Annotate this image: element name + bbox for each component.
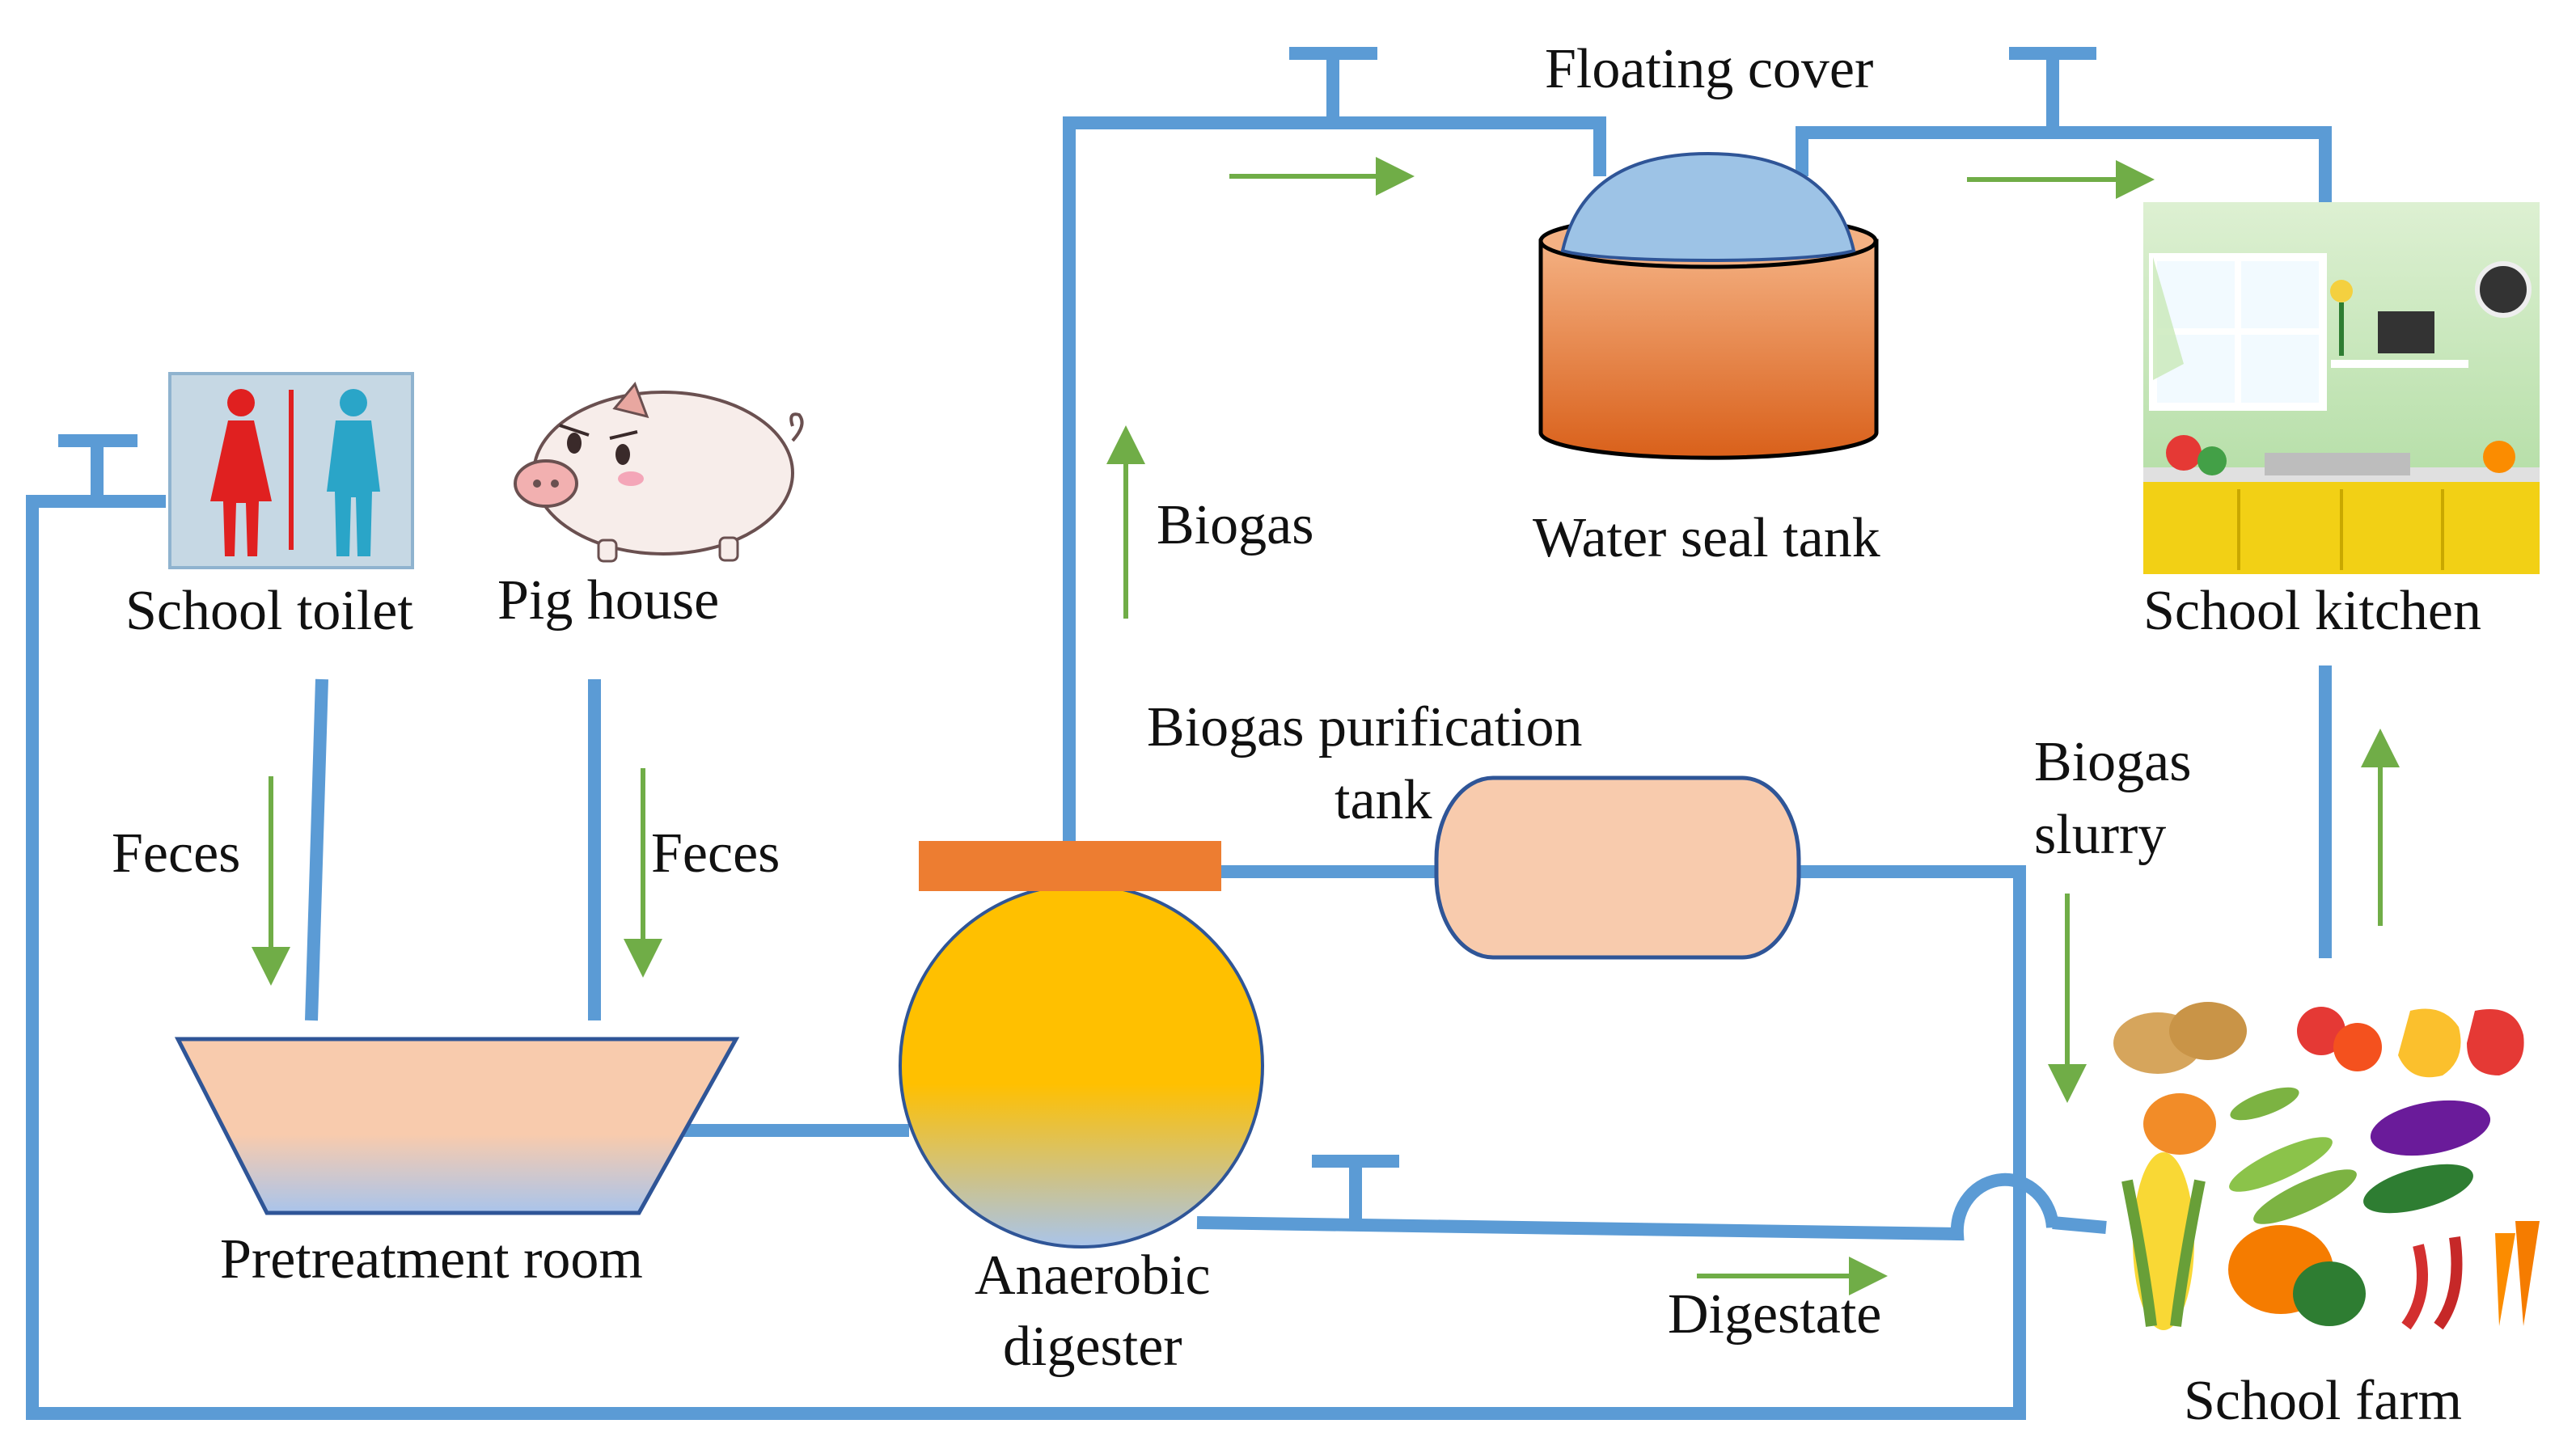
anaerobic-digester-label-line2: digester <box>1003 1316 1182 1378</box>
digester-lid <box>919 841 1221 891</box>
water-seal-tank-label: Water seal tank <box>1533 507 1880 569</box>
school-farm-label: School farm <box>2184 1370 2462 1432</box>
digestate-pipe <box>1196 1172 2107 1241</box>
gas-valve-2 <box>2009 47 2096 133</box>
digestate-label: Digestate <box>1668 1283 1881 1346</box>
feces-right-label: Feces <box>651 822 780 885</box>
tank-to-kitchen-pipe <box>1796 126 2332 202</box>
digestate-valve <box>1312 1155 1399 1224</box>
purification-tank <box>1434 775 1801 960</box>
toilet-feces-pipe <box>305 678 328 1021</box>
floating-cover-dome <box>1560 151 1856 262</box>
pretreatment-room-label: Pretreatment room <box>220 1228 643 1291</box>
gas-valve-1 <box>1289 47 1377 123</box>
toilet-sign-icon <box>168 372 414 569</box>
biogas-slurry-label-line2: slurry <box>2034 804 2166 866</box>
kitchen-picture <box>2143 202 2540 574</box>
school-kitchen-label: School kitchen <box>2143 580 2481 642</box>
water-seal-tank <box>1538 151 1879 460</box>
anaerobic-digester-label-line1: Anaerobic <box>975 1244 1211 1307</box>
floating-cover-label: Floating cover <box>1545 38 1873 100</box>
toilet-valve <box>58 434 137 501</box>
labels: Floating cover Water seal tank School ki… <box>112 38 2481 1432</box>
feces-left-label: Feces <box>112 822 240 885</box>
purification-tank-label-line1: Biogas purification <box>1147 696 1583 758</box>
pig-house-label: Pig house <box>497 569 719 632</box>
flow-arrows <box>252 157 2400 1295</box>
pretreatment-trough <box>174 1037 740 1215</box>
pig-icon <box>514 382 804 563</box>
anaerobic-digester <box>899 841 1264 1249</box>
pipes <box>26 47 2332 1420</box>
biogas-label: Biogas <box>1157 494 1313 556</box>
biogas-slurry-label-line1: Biogas <box>2034 731 2191 793</box>
purification-tank-label-line2: tank <box>1335 769 1432 831</box>
school-toilet-label: School toilet <box>125 580 413 642</box>
vegetables-picture <box>2109 978 2570 1357</box>
